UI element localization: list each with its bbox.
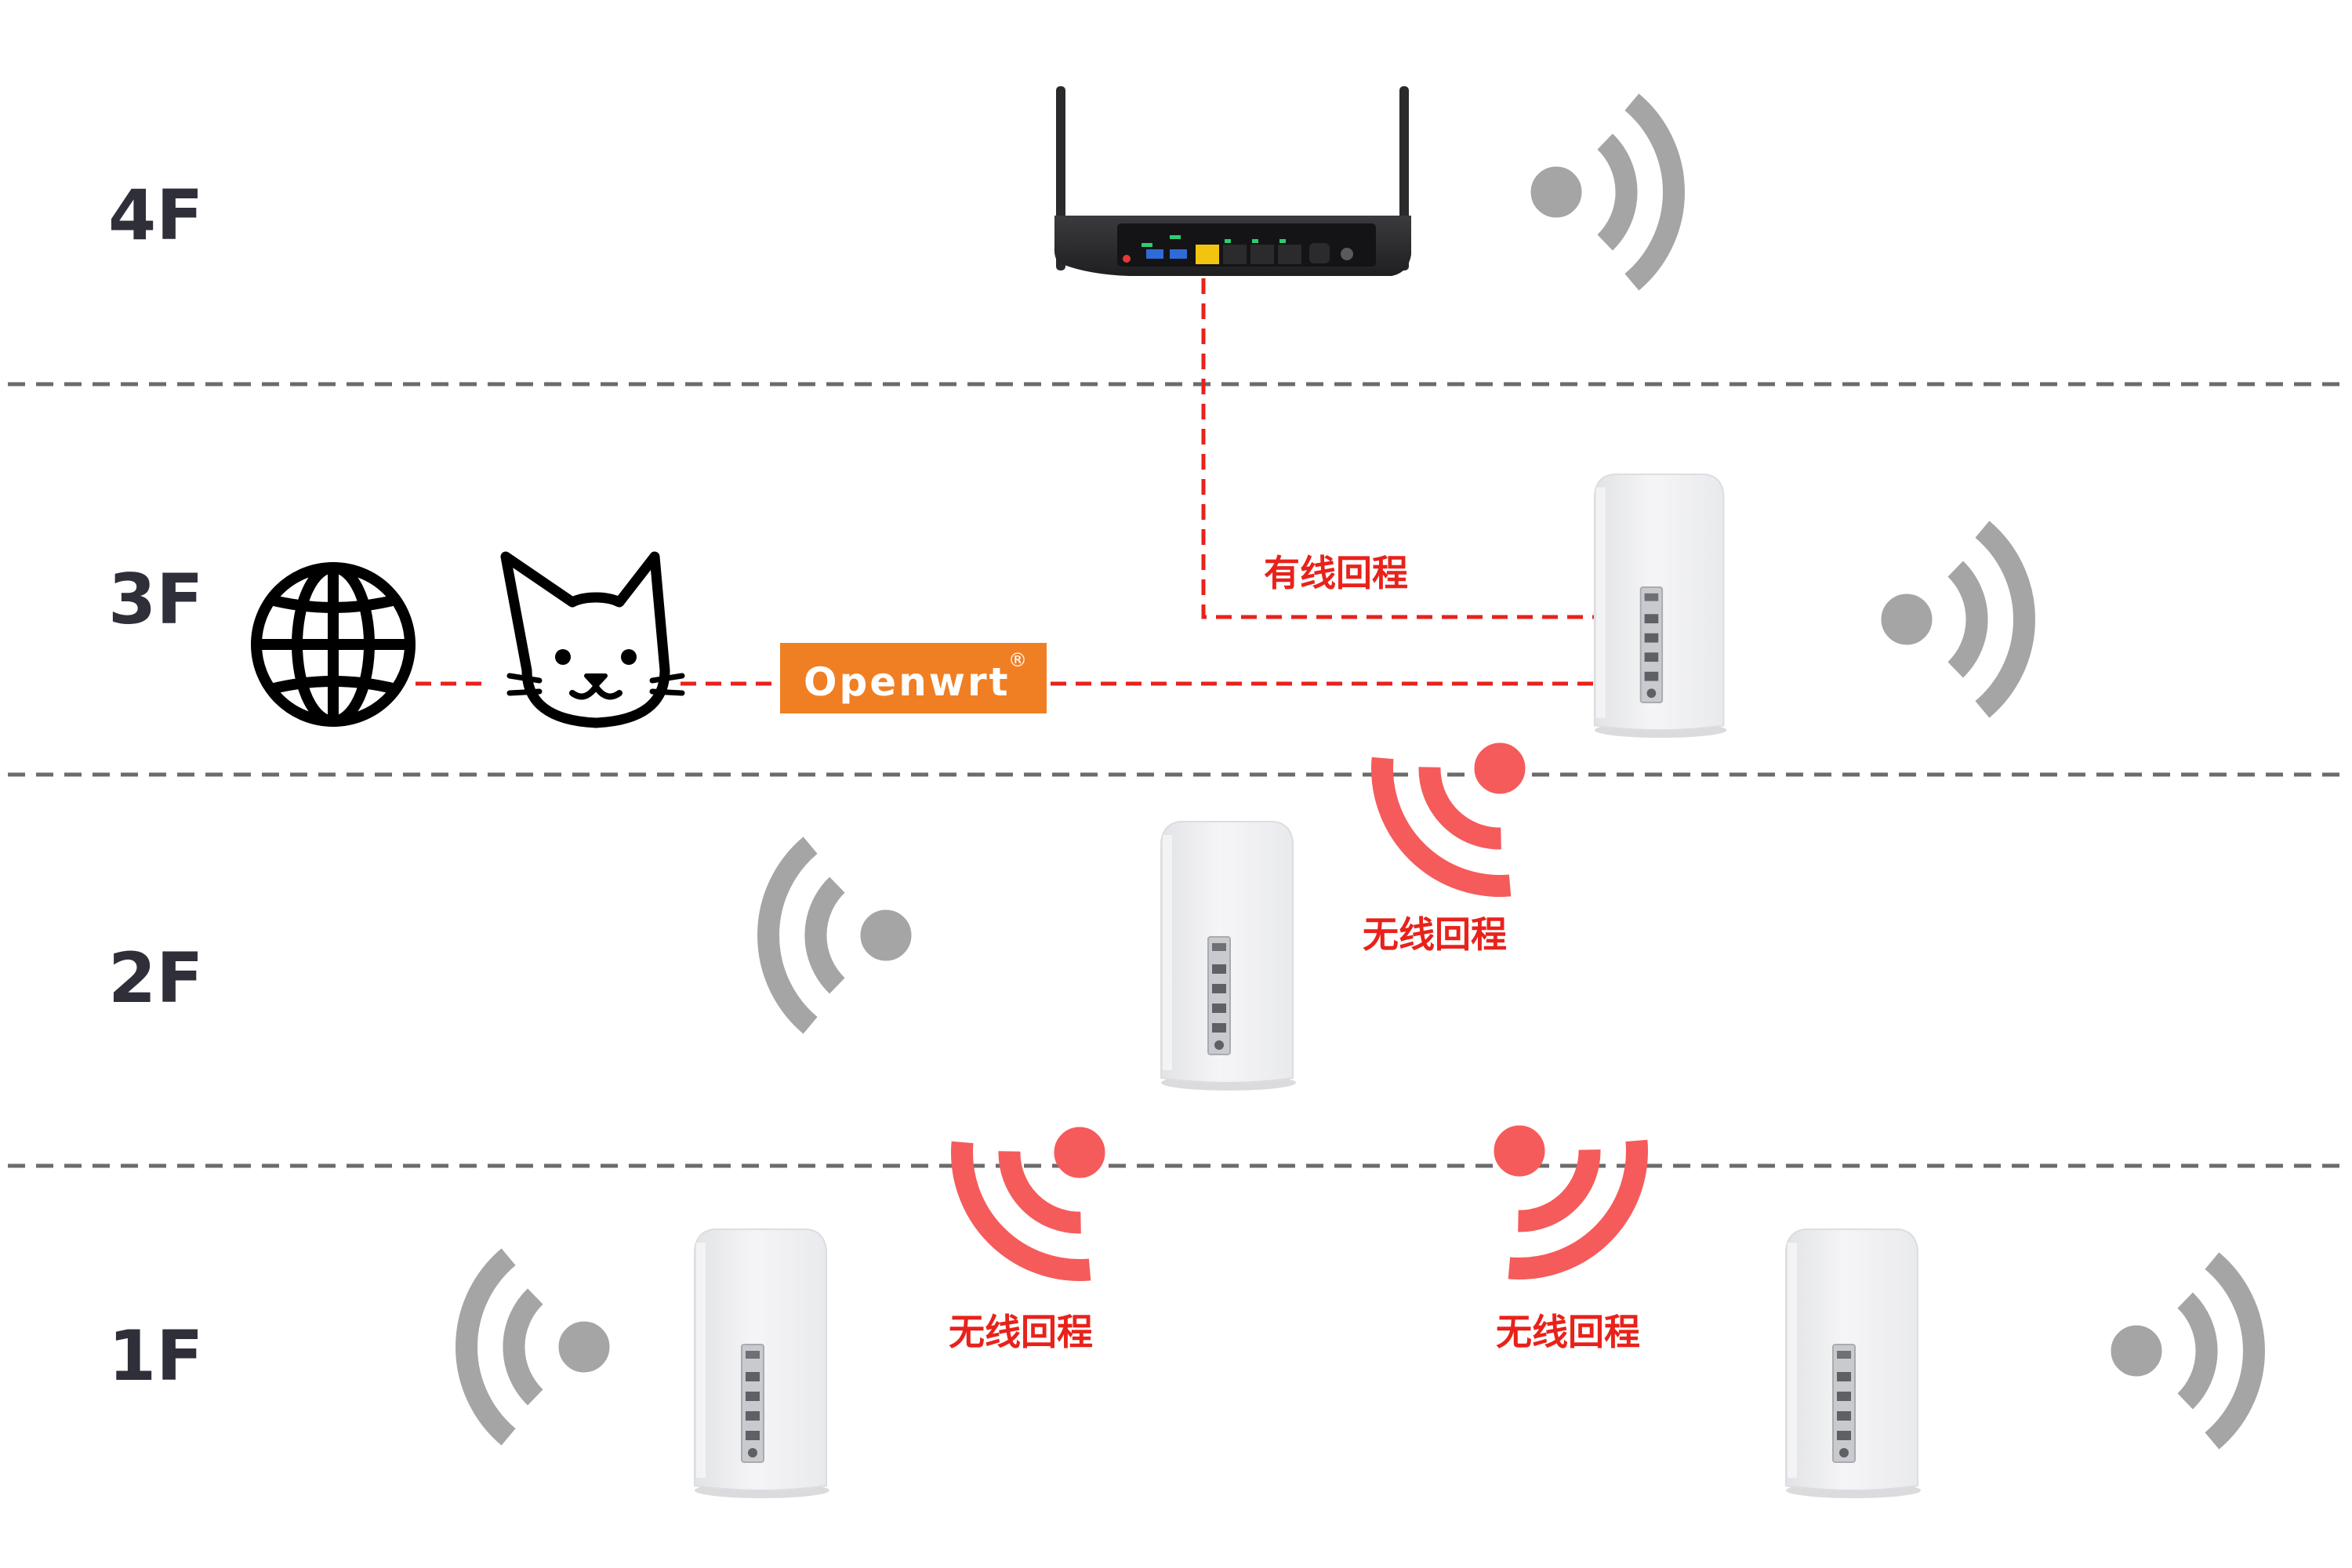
wireless-backhaul-signal-icon bbox=[1438, 1069, 1666, 1298]
openwrt-badge: Openwrt ® bbox=[780, 643, 1047, 713]
wifi-signal-icon bbox=[1882, 529, 2024, 710]
wired-backhaul-line bbox=[1201, 278, 1658, 619]
wifi-signal-icon bbox=[1531, 102, 1674, 282]
mesh-node-1f-left bbox=[694, 1229, 830, 1499]
wireless-backhaul-signal-icon bbox=[933, 1071, 1161, 1299]
wireless-backhaul-label-1f-right: 无线回程 bbox=[1496, 1311, 1640, 1353]
openwrt-registered-mark: ® bbox=[1008, 649, 1027, 671]
wifi-signal-icon bbox=[2111, 1261, 2254, 1441]
wired-backhaul-label: 有线回程 bbox=[1264, 552, 1408, 594]
openwrt-name: Openwrt bbox=[804, 659, 1011, 705]
mesh-node-1f-right bbox=[1785, 1229, 1922, 1499]
mesh-node-2f bbox=[1160, 821, 1297, 1091]
floor-label-2f: 2F bbox=[108, 938, 203, 1018]
globe-icon bbox=[251, 562, 416, 727]
wireless-backhaul-label-1f-left: 无线回程 bbox=[949, 1311, 1093, 1353]
wireless-backhaul-signal-icon bbox=[1353, 687, 1581, 915]
floor-dividers bbox=[8, 382, 2344, 1168]
cat-icon bbox=[500, 551, 685, 728]
floor-label-3f: 3F bbox=[108, 559, 203, 640]
router-icon bbox=[1054, 86, 1411, 276]
floor-label-4f: 4F bbox=[108, 175, 203, 256]
wireless-backhaul-label-2f: 无线回程 bbox=[1363, 913, 1507, 956]
wired-links bbox=[416, 278, 1658, 686]
wifi-signal-icon bbox=[768, 845, 911, 1025]
wifi-signal-icon bbox=[466, 1257, 609, 1437]
floor-label-1f: 1F bbox=[108, 1316, 203, 1396]
mesh-node-3f bbox=[1593, 473, 1728, 739]
